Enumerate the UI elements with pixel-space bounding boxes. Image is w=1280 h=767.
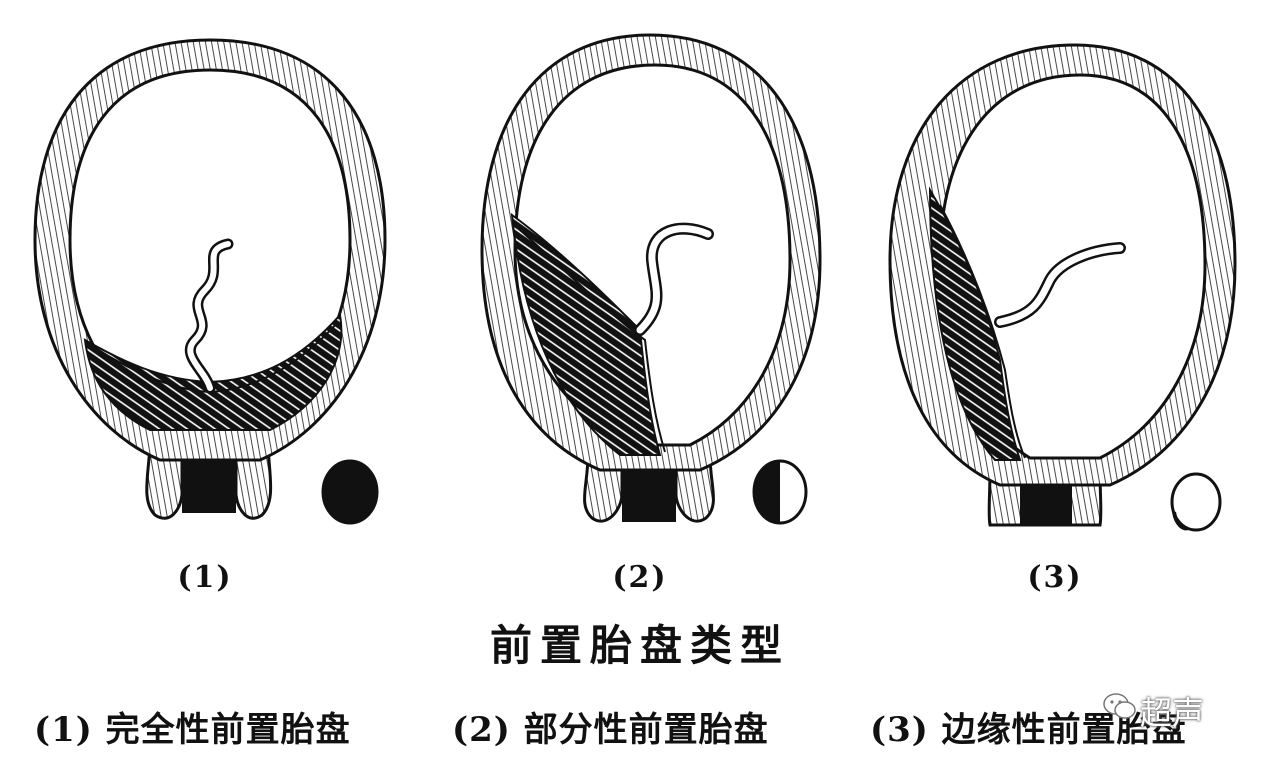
uterus-diagram-3 bbox=[888, 43, 1237, 527]
watermark-text: 超声 bbox=[1140, 694, 1205, 732]
placenta-1 bbox=[83, 312, 343, 431]
cervical-canal-2 bbox=[622, 466, 676, 522]
os-coverage-indicator-1 bbox=[321, 459, 379, 525]
placenta-3 bbox=[928, 186, 1022, 461]
panel-number-1: (1) bbox=[177, 560, 233, 595]
membrane-2 bbox=[519, 229, 666, 453]
caption-2: (2) 部分性前置胎盘 bbox=[452, 710, 769, 750]
uterus-diagram-1 bbox=[33, 38, 387, 520]
cervical-canal-3 bbox=[1020, 480, 1072, 526]
placenta-2 bbox=[510, 212, 662, 456]
os-coverage-indicator-3 bbox=[1170, 472, 1222, 532]
panel-number-3: (3) bbox=[1027, 560, 1083, 595]
membrane-3 bbox=[939, 204, 1026, 459]
figure-title: 前置胎盘类型 bbox=[489, 621, 791, 670]
uterus-diagram-2 bbox=[480, 33, 822, 523]
caption-3: (3) 边缘性前置胎盘 bbox=[870, 710, 1187, 750]
cervical-canal-1 bbox=[182, 458, 236, 513]
wechat-icon bbox=[1103, 693, 1136, 719]
caption-1: (1) 完全性前置胎盘 bbox=[34, 710, 351, 750]
os-coverage-indicator-2 bbox=[752, 459, 808, 525]
panel-number-2: (2) bbox=[612, 560, 668, 595]
